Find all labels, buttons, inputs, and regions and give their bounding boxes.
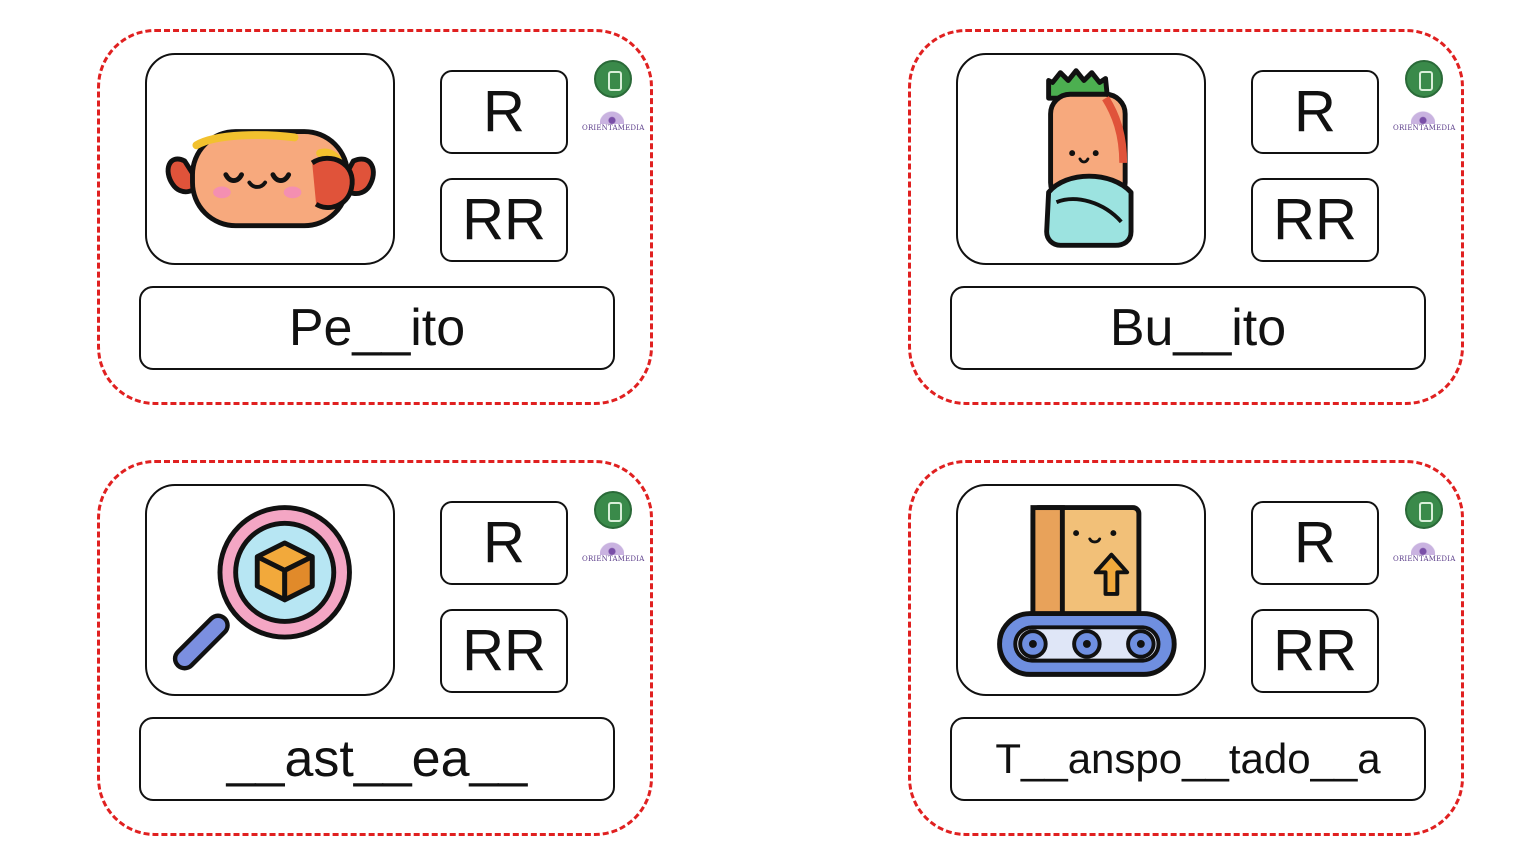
- option-rr-button[interactable]: RR: [1251, 178, 1379, 262]
- option-rr-button[interactable]: RR: [440, 178, 568, 262]
- picture-box: [145, 484, 395, 696]
- flower-logo-icon: [600, 106, 624, 124]
- green-badge-icon: [1405, 60, 1443, 98]
- picture-box: [145, 53, 395, 265]
- word-field[interactable]: Bu__ito: [950, 286, 1426, 370]
- option-r-button[interactable]: R: [440, 70, 568, 154]
- word-field[interactable]: T__anspo__tado__a: [950, 717, 1426, 801]
- card-perrito: R RR Pe__ito ORIENTAMEDIA: [97, 29, 653, 405]
- brand-logo: ORIENTAMEDIA: [582, 106, 645, 136]
- green-badge-icon: [1405, 491, 1443, 529]
- flower-logo-icon: [1411, 537, 1435, 555]
- flower-logo-icon: [1411, 106, 1435, 124]
- picture-box: [956, 53, 1206, 265]
- green-badge-icon: [594, 491, 632, 529]
- flower-logo-icon: [600, 537, 624, 555]
- option-rr-button[interactable]: RR: [1251, 609, 1379, 693]
- brand-text: ORIENTAMEDIA: [582, 124, 645, 132]
- option-r-button[interactable]: R: [1251, 501, 1379, 585]
- brand-logo: ORIENTAMEDIA: [1393, 537, 1456, 567]
- brand-logo: ORIENTAMEDIA: [1393, 106, 1456, 136]
- card-rastrear: R RR __ast__ea__ ORIENTAMEDIA: [97, 460, 653, 836]
- burrito-icon: [1044, 68, 1134, 248]
- picture-box: [956, 484, 1206, 696]
- card-transportadora: R RR T__anspo__tado__a ORIENTAMEDIA: [908, 460, 1464, 836]
- word-field[interactable]: Pe__ito: [139, 286, 615, 370]
- option-r-button[interactable]: R: [440, 501, 568, 585]
- option-r-button[interactable]: R: [1251, 70, 1379, 154]
- conveyor-box-icon: [997, 505, 1177, 677]
- hot-dog-icon: [165, 129, 376, 229]
- brand-logo: ORIENTAMEDIA: [582, 537, 645, 567]
- option-rr-button[interactable]: RR: [440, 609, 568, 693]
- brand-text: ORIENTAMEDIA: [582, 555, 645, 563]
- green-badge-icon: [594, 60, 632, 98]
- word-field[interactable]: __ast__ea__: [139, 717, 615, 801]
- magnifier-box-icon: [172, 505, 352, 671]
- card-burrito: R RR Bu__ito ORIENTAMEDIA: [908, 29, 1464, 405]
- brand-text: ORIENTAMEDIA: [1393, 124, 1456, 132]
- brand-text: ORIENTAMEDIA: [1393, 555, 1456, 563]
